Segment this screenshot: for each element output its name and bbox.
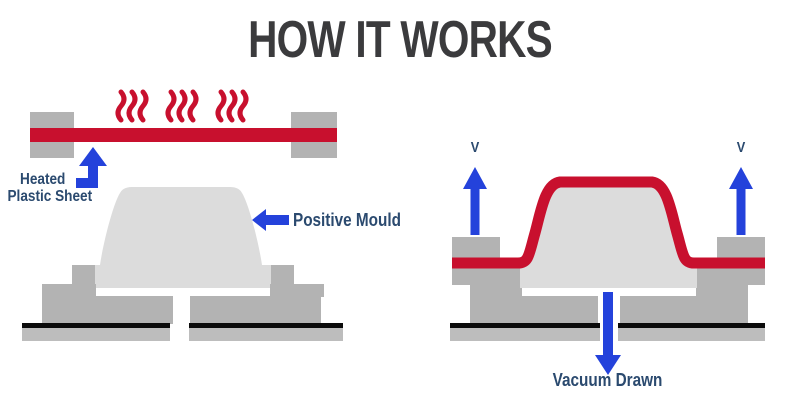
platform-slab-right xyxy=(190,296,321,324)
platform-shoulder-right xyxy=(270,284,324,297)
positive-mould-shape-2 xyxy=(520,187,697,288)
left-stage-figure xyxy=(22,92,343,341)
heat-wave-group-1 xyxy=(118,92,146,120)
positive-mould-label: Positive Mould xyxy=(293,210,401,230)
baseline-left xyxy=(22,323,170,328)
positive-mould-shape xyxy=(95,187,272,288)
clamp-bottom-right xyxy=(717,267,765,285)
platform-riser-right-2 xyxy=(696,267,721,297)
vent-arrow-up-right-icon xyxy=(729,167,753,235)
page-title: HOW IT WORKS xyxy=(248,11,553,69)
vacuum-drawn-label: Vacuum Drawn xyxy=(553,370,663,390)
heated-plastic-sheet xyxy=(30,128,337,142)
platform-slab-left-2 xyxy=(470,296,598,324)
clamp-top-left xyxy=(452,237,500,258)
vent-arrow-up-left-icon xyxy=(463,167,487,235)
clamp-top-right xyxy=(717,237,765,258)
base-strip-right-2 xyxy=(618,328,765,341)
heat-wave-group-3 xyxy=(218,92,246,120)
heat-wave-group-2 xyxy=(168,92,196,120)
heated-label-line1: Heated xyxy=(20,171,66,188)
base-strip-left xyxy=(22,328,170,341)
clamp-bottom-left xyxy=(452,267,500,285)
vent-label-right: V xyxy=(736,139,746,156)
heated-plastic-sheet-label: Heated Plastic Sheet xyxy=(0,171,92,205)
heat-waves-icon xyxy=(118,92,246,120)
formed-plastic-sheet xyxy=(452,176,765,269)
right-stage-figure xyxy=(450,167,765,375)
base-strip-left-2 xyxy=(450,328,600,341)
positive-mould-arrow-icon xyxy=(252,209,289,231)
baseline-right-2 xyxy=(618,323,765,328)
heated-label-line2: Plastic Sheet xyxy=(7,188,93,205)
platform-slab-right-2 xyxy=(620,296,748,324)
heated-sheet-arrow-icon xyxy=(76,147,107,188)
vent-label-left: V xyxy=(470,139,480,156)
base-strip-right xyxy=(189,328,343,341)
platform-riser-left-2 xyxy=(497,267,522,297)
platform-shoulder-left xyxy=(42,284,96,297)
baseline-left-2 xyxy=(450,323,600,328)
platform-slab-left xyxy=(42,296,173,324)
vacuum-arrow-down-icon xyxy=(595,292,621,375)
baseline-right xyxy=(189,323,343,328)
